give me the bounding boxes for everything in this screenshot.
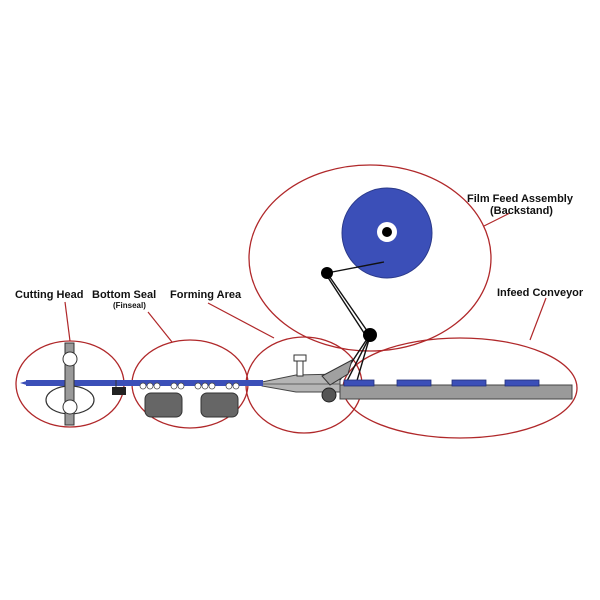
bottom-seal-roller-right [200,392,239,418]
bottom-seal-leader [147,311,173,343]
labels: Cutting Head Bottom Seal (Finseal) Formi… [15,193,584,310]
cutting-head [45,342,126,426]
finseal-wheels [139,382,240,390]
infeed-drive-roller [321,387,337,403]
dancer-roller-lower [363,328,377,342]
infeed-products [343,379,540,387]
product-3 [451,379,487,387]
product-1 [343,379,375,387]
film-feed-callout [248,164,492,352]
forming-post [296,359,304,377]
film-roll-hub [382,227,392,237]
cut-product [112,387,126,395]
bottom-seal-rollers [144,392,239,418]
forming-area-leader [207,302,275,339]
product-4 [504,379,540,387]
infeed-conveyor-label: Infeed Conveyor [497,287,584,299]
film-feed-sub-label: (Backstand) [490,205,553,217]
film-path [326,261,385,387]
bottom-seal-label: Bottom Seal [92,289,156,301]
machine-body [20,354,573,400]
infeed-conveyor-bed [339,384,573,400]
dancer-roller-upper [321,267,333,279]
bottom-seal-roller-left [144,392,183,418]
bottom-seal-sub-label: (Finseal) [113,301,146,310]
film-feed-label: Film Feed Assembly [467,193,574,205]
cutting-head-leader [64,301,71,342]
forming-area-label: Forming Area [170,289,242,301]
forming-plow [321,359,353,386]
product-2 [396,379,432,387]
film-feed-leader [483,212,511,227]
cutting-head-shaft [64,342,75,426]
cutting-head-label: Cutting Head [15,289,83,301]
leader-lines [64,212,547,343]
film-tube [26,380,263,386]
infeed-conveyor-leader [529,297,547,341]
film-roll [341,187,433,279]
